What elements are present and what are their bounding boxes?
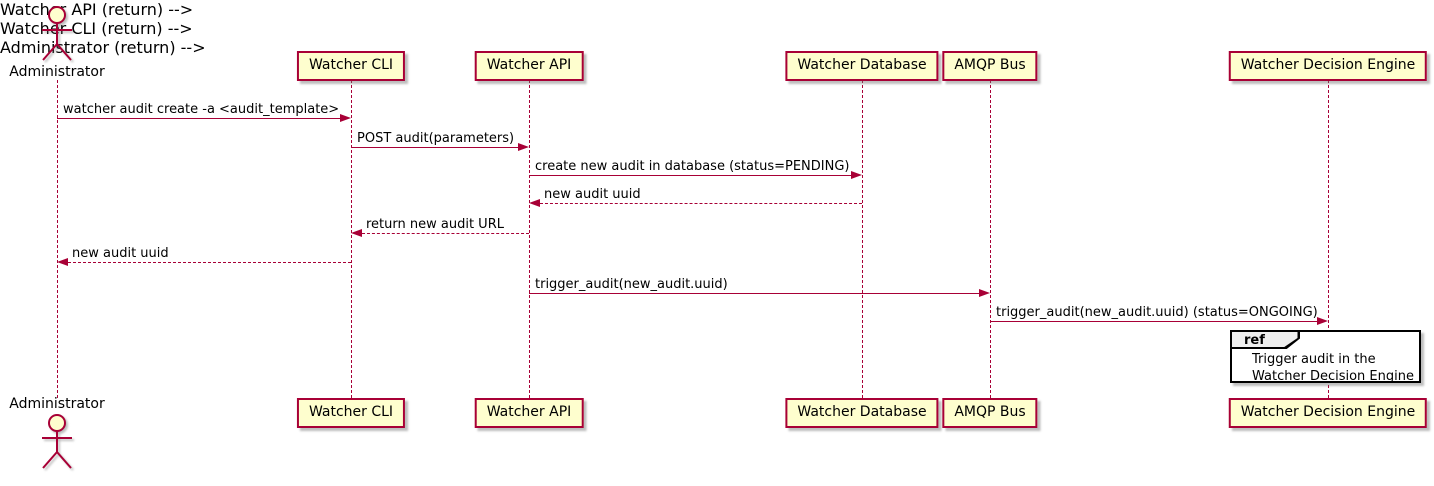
lifeline-watcher-decision-engine — [1327, 80, 1329, 398]
message-3-arrowhead-icon — [851, 170, 862, 179]
actor-icon-administrator-bottom — [35, 412, 79, 472]
message-3-label: create new audit in database (status=PEN… — [535, 159, 850, 174]
message-5-line — [362, 233, 529, 234]
message-8-arrowhead-icon — [1317, 316, 1328, 325]
participant-watcher-decision-engine-top: Watcher Decision Engine — [1228, 51, 1428, 81]
participant-watcher-api-bottom: Watcher API — [474, 398, 584, 428]
participant-watcher-api-top: Watcher API — [474, 51, 584, 81]
participant-watcher-decision-engine-bottom: Watcher Decision Engine — [1228, 398, 1428, 428]
ref-fragment: ref Trigger audit in the Watcher Decisio… — [1230, 330, 1421, 385]
actor-label-administrator-top: Administrator — [9, 64, 105, 80]
message-6-line — [68, 262, 351, 263]
message-1-arrowhead-icon — [340, 113, 351, 122]
ref-keyword: ref — [1244, 333, 1265, 348]
lifeline-watcher-cli — [350, 80, 352, 398]
message-4-label: new audit uuid — [544, 187, 641, 202]
ref-text-line-1: Trigger audit in the — [1252, 352, 1376, 367]
lifeline-administrator — [56, 80, 58, 398]
ref-text: Trigger audit in the Watcher Decision En… — [1252, 352, 1414, 385]
actor-label-administrator-bottom: Administrator — [9, 396, 105, 412]
message-7-line — [529, 293, 979, 294]
participant-watcher-database-bottom: Watcher Database — [785, 398, 939, 428]
message-1-label: watcher audit create -a <audit_template> — [63, 102, 340, 117]
participant-watcher-database-top: Watcher Database — [785, 51, 939, 81]
lifeline-amqp-bus — [989, 80, 991, 398]
message-4-arrowhead-icon — [529, 198, 540, 207]
message-8-label: trigger_audit(new_audit.uuid) (status=ON… — [996, 305, 1318, 320]
message-2-label: POST audit(parameters) — [357, 131, 515, 146]
message-6-arrowhead-icon — [57, 257, 68, 266]
message-4-line — [540, 203, 862, 204]
lifeline-watcher-api — [528, 80, 530, 398]
actor-icon-administrator-top — [35, 4, 79, 64]
participant-amqp-bus-bottom: AMQP Bus — [942, 398, 1038, 428]
message-3-line — [529, 175, 851, 176]
message-6-label: new audit uuid — [72, 246, 169, 261]
message-5-arrowhead-icon — [351, 228, 362, 237]
participant-watcher-cli-bottom: Watcher CLI — [296, 398, 406, 428]
message-7-arrowhead-icon — [979, 288, 990, 297]
message-2-line — [351, 147, 518, 148]
participant-amqp-bus-top: AMQP Bus — [942, 51, 1038, 81]
message-1-line — [57, 118, 340, 119]
ref-text-line-2: Watcher Decision Engine — [1252, 368, 1414, 384]
message-8-line — [990, 321, 1317, 322]
ref-header-shape — [1230, 330, 1300, 349]
lifeline-watcher-database — [861, 80, 863, 398]
message-5-label: return new audit URL — [366, 217, 504, 232]
participant-watcher-cli-top: Watcher CLI — [296, 51, 406, 81]
message-7-label: trigger_audit(new_audit.uuid) — [535, 277, 728, 292]
message-2-arrowhead-icon — [518, 142, 529, 151]
